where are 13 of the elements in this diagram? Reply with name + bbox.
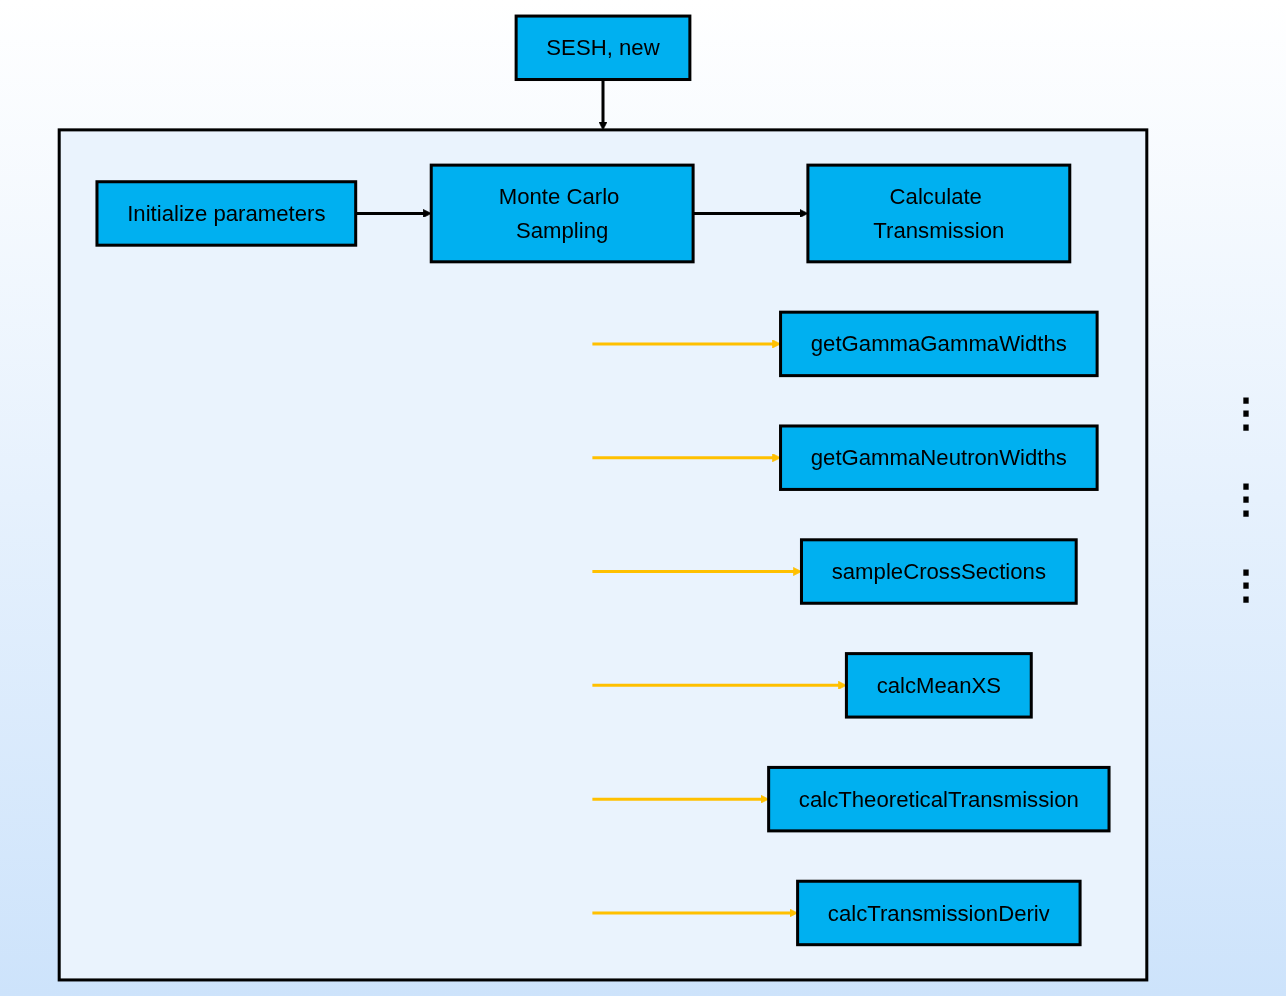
process-box: Calculate Transmission [806,163,1072,264]
process-box: calcTransmissionDeriv [796,879,1082,947]
process-box: sampleCrossSections [799,538,1078,605]
process-box: SESH, new [514,14,692,82]
process-box: calcMeanXS [844,652,1033,719]
ellipsis-mark: ⋮ [1226,389,1266,435]
ellipsis-mark: ⋮ [1226,475,1266,521]
process-box: Initialize parameters [95,180,358,247]
process-box: getGammaGammaWidths [779,310,1099,378]
process-box: calcTheoreticalTransmission [767,765,1111,833]
process-box: Monte Carlo Sampling [429,163,695,264]
ellipsis-mark: ⋮ [1226,561,1266,607]
process-box: getGammaNeutronWidths [779,424,1099,491]
